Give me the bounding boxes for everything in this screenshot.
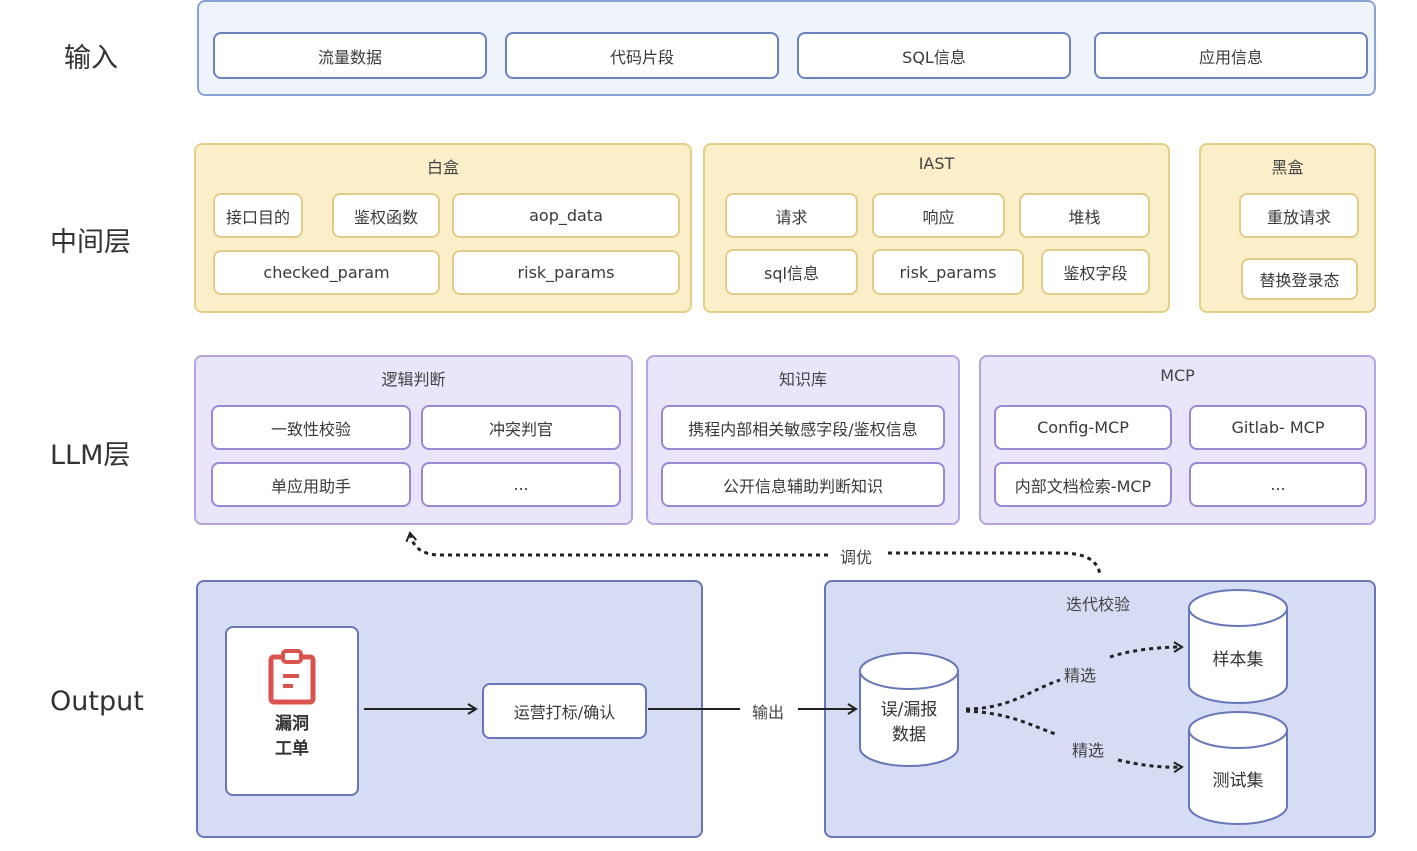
whitebox-item[interactable]: 接口目的	[213, 193, 303, 238]
layer-label-input: 输入	[64, 43, 118, 74]
whitebox-item[interactable]: risk_params	[452, 250, 680, 295]
error-data-label: 误/漏报 数据	[860, 698, 958, 748]
vuln-ticket-line1: 漏洞	[275, 714, 309, 734]
mcp-item[interactable]: 内部文档检索-MCP	[994, 462, 1172, 507]
input-item-sql[interactable]: SQL信息	[797, 32, 1071, 79]
iast-title: IAST	[918, 154, 955, 173]
blackbox-item[interactable]: 替换登录态	[1241, 258, 1358, 300]
input-panel: 流量数据 代码片段 SQL信息 应用信息	[197, 0, 1376, 96]
iast-item[interactable]: 鉴权字段	[1041, 249, 1150, 295]
layer-label-llm: LLM层	[50, 440, 131, 471]
error-data-line2: 数据	[892, 725, 926, 745]
logic-item[interactable]: 一致性校验	[211, 405, 411, 450]
mcp-item[interactable]: Gitlab- MCP	[1189, 405, 1367, 450]
input-item-traffic[interactable]: 流量数据	[213, 32, 487, 79]
knowledge-item[interactable]: 公开信息辅助判断知识	[661, 462, 945, 507]
iast-panel: IAST 请求 响应 堆栈 sql信息 risk_params 鉴权字段	[703, 143, 1170, 313]
vuln-ticket-line2: 工单	[275, 739, 309, 759]
mcp-title: MCP	[1160, 366, 1195, 385]
iast-item[interactable]: 响应	[872, 193, 1005, 238]
sample-set-label: 样本集	[1212, 650, 1264, 670]
whitebox-item[interactable]: 鉴权函数	[332, 193, 440, 238]
iast-item[interactable]: 堆栈	[1019, 193, 1150, 238]
test-set-label: 测试集	[1212, 771, 1264, 791]
whitebox-item[interactable]: checked_param	[213, 250, 440, 295]
blackbox-item[interactable]: 重放请求	[1239, 193, 1359, 238]
input-item-app[interactable]: 应用信息	[1094, 32, 1368, 79]
output-panel-left: 漏洞 工单 运营打标/确认	[196, 580, 703, 838]
iast-item[interactable]: sql信息	[725, 249, 858, 295]
mcp-item[interactable]: ...	[1189, 462, 1367, 507]
knowledge-panel: 知识库 携程内部相关敏感字段/鉴权信息 公开信息辅助判断知识	[646, 355, 960, 525]
mcp-panel: MCP Config-MCP Gitlab- MCP 内部文档检索-MCP ..…	[979, 355, 1376, 525]
logic-item[interactable]: 单应用助手	[211, 462, 411, 507]
vuln-ticket-label: 漏洞 工单	[275, 712, 309, 762]
select-label-1: 精选	[1064, 666, 1097, 685]
layer-label-output: Output	[50, 686, 144, 717]
whitebox-panel: 白盒 接口目的 鉴权函数 aop_data checked_param risk…	[194, 143, 692, 313]
input-item-code[interactable]: 代码片段	[505, 32, 779, 79]
iast-item[interactable]: risk_params	[872, 249, 1024, 295]
logic-title: 逻辑判断	[381, 370, 446, 389]
clipboard-icon	[268, 649, 316, 705]
tune-path-left	[405, 531, 828, 557]
logic-item[interactable]: 冲突判官	[421, 405, 621, 450]
blackbox-panel: 黑盒 重放请求 替换登录态	[1199, 143, 1376, 313]
output-edge-label: 输出	[752, 703, 785, 722]
vuln-ticket-node[interactable]: 漏洞 工单	[225, 626, 359, 796]
mcp-item[interactable]: Config-MCP	[994, 405, 1172, 450]
whitebox-item[interactable]: aop_data	[452, 193, 680, 238]
tune-path-right	[888, 551, 1102, 576]
error-data-line1: 误/漏报	[880, 700, 938, 720]
iteration-title: 迭代校验	[1066, 595, 1131, 614]
sample-set-label-wrap: 样本集	[1189, 648, 1287, 673]
select-label-2: 精选	[1072, 741, 1105, 760]
whitebox-title: 白盒	[426, 158, 459, 177]
tune-label: 调优	[840, 548, 873, 567]
ops-label-node[interactable]: 运营打标/确认	[482, 683, 647, 739]
blackbox-title: 黑盒	[1271, 158, 1304, 177]
knowledge-item[interactable]: 携程内部相关敏感字段/鉴权信息	[661, 405, 945, 450]
logic-panel: 逻辑判断 一致性校验 冲突判官 单应用助手 ...	[194, 355, 633, 525]
iast-item[interactable]: 请求	[725, 193, 858, 238]
logic-item[interactable]: ...	[421, 462, 621, 507]
test-set-label-wrap: 测试集	[1189, 769, 1287, 794]
knowledge-title: 知识库	[778, 370, 827, 389]
layer-label-middle: 中间层	[50, 227, 131, 258]
